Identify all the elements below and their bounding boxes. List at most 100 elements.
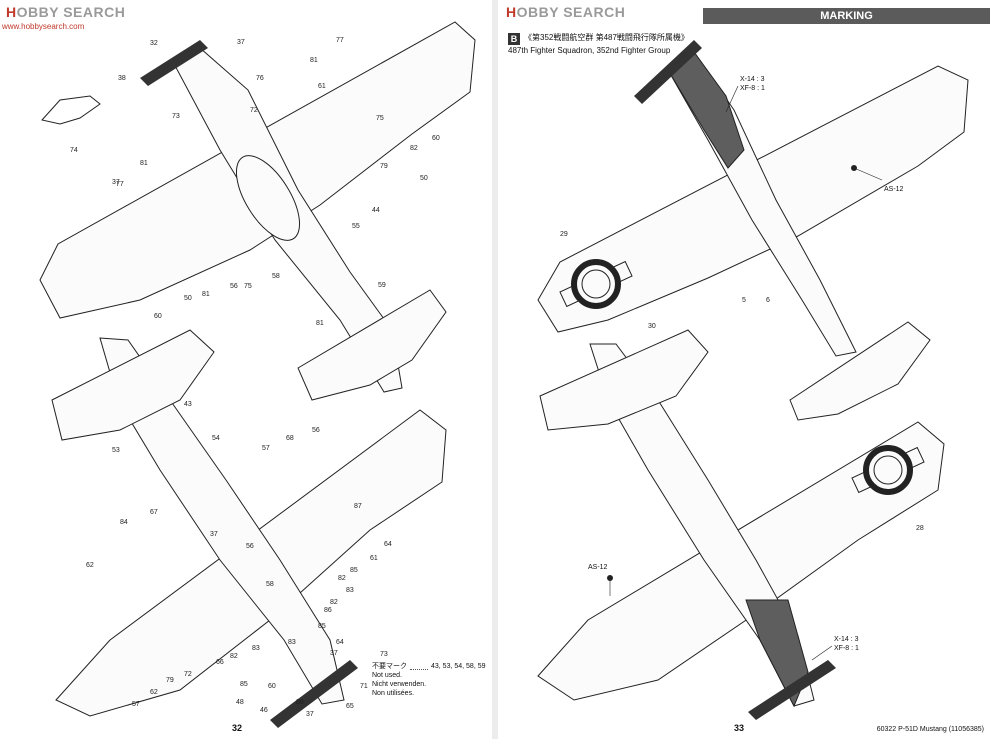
callout: 79 bbox=[380, 163, 388, 170]
callout: 67 bbox=[150, 509, 158, 516]
product-code-footer: 60322 P-51D Mustang (11056385) bbox=[876, 726, 984, 733]
callout: 75 bbox=[244, 283, 252, 290]
decal-callout: 5 bbox=[742, 297, 746, 304]
callout: 76 bbox=[256, 75, 264, 82]
marking-top-propeller bbox=[634, 40, 702, 104]
callout: 86 bbox=[296, 699, 304, 706]
ratio-bottom-1: X-14 : 3 bbox=[834, 636, 859, 643]
callout: 55 bbox=[352, 223, 360, 230]
top-canopy bbox=[235, 155, 301, 241]
callout: 59 bbox=[378, 282, 386, 289]
not-used-fr: Non utilisées. bbox=[372, 690, 415, 697]
callout: 68 bbox=[286, 435, 294, 442]
gear-leg-detail bbox=[41, 95, 101, 125]
caption-jp: 《第352戦闘航空群 第487戦闘飛行隊所属機》 bbox=[524, 33, 689, 42]
callout: 81 bbox=[140, 160, 148, 167]
callout: 83 bbox=[252, 645, 260, 652]
marking-bottom-propeller bbox=[748, 660, 836, 720]
callout: 58 bbox=[266, 581, 274, 588]
callout: 46 bbox=[260, 707, 268, 714]
callout: 75 bbox=[376, 115, 384, 122]
caption-en: 487th Fighter Squadron, 352nd Fighter Gr… bbox=[508, 46, 671, 55]
callout: 65 bbox=[346, 703, 354, 710]
right-page: HOBBY SEARCH MARKING B 《第352戦闘航空群 第487戦闘… bbox=[498, 0, 990, 739]
right-page-diagrams: 29 30 5 6 28 bbox=[537, 40, 969, 720]
callout: 64 bbox=[336, 639, 344, 646]
callout: 87 bbox=[354, 503, 362, 510]
callout: 37 bbox=[210, 531, 218, 538]
callout: 81 bbox=[316, 320, 324, 327]
watermark-brand: H bbox=[6, 4, 17, 20]
callout: 86 bbox=[324, 607, 332, 614]
callout: 60 bbox=[154, 313, 162, 320]
callout: 37 bbox=[112, 179, 120, 186]
callout: 37 bbox=[330, 650, 338, 657]
callout: 84 bbox=[120, 519, 128, 526]
watermark-brand: H bbox=[506, 4, 517, 20]
right-leader-lines bbox=[609, 85, 883, 661]
decal-callout: 29 bbox=[560, 231, 568, 238]
left-callout-group: 32 37 38 77 81 76 73 74 72 61 81 75 82 6… bbox=[70, 37, 440, 718]
marking-title-bar: MARKING bbox=[703, 8, 990, 24]
callout: 72 bbox=[250, 107, 258, 114]
callout: 82 bbox=[410, 145, 418, 152]
national-insignia-top bbox=[559, 259, 633, 309]
ratio-top-2: XF-8 : 1 bbox=[740, 85, 765, 92]
bottom-propeller bbox=[270, 660, 358, 728]
callout: 62 bbox=[150, 689, 158, 696]
callout: 74 bbox=[70, 147, 78, 154]
as12-label-top: AS-12 bbox=[884, 186, 904, 193]
legend-label-jp: 不要マーク bbox=[372, 663, 407, 670]
callout: 79 bbox=[166, 677, 174, 684]
callout: 81 bbox=[310, 57, 318, 64]
not-used-de: Nicht verwenden. bbox=[372, 681, 427, 688]
callout: 37 bbox=[237, 39, 245, 46]
callout: 71 bbox=[360, 683, 368, 690]
watermark-left: HOBBY SEARCH bbox=[6, 4, 125, 20]
callout: 73 bbox=[172, 113, 180, 120]
callout: 83 bbox=[346, 587, 354, 594]
callout: 64 bbox=[384, 541, 392, 548]
top-view-aircraft bbox=[39, 21, 476, 401]
watermark-text: OBBY SEARCH bbox=[516, 4, 626, 20]
callout: 54 bbox=[212, 435, 220, 442]
callout: 43 bbox=[184, 401, 192, 408]
page-gutter bbox=[492, 0, 498, 739]
callout: 38 bbox=[118, 75, 126, 82]
marking-top-stabilizer bbox=[789, 321, 931, 421]
callout: 50 bbox=[420, 175, 428, 182]
callout: 56 bbox=[230, 283, 238, 290]
bottom-stabilizer bbox=[51, 329, 215, 441]
callout: 82 bbox=[338, 575, 346, 582]
legend-leader bbox=[410, 664, 428, 670]
as12-marker-bottom bbox=[607, 575, 613, 581]
callout: 66 bbox=[216, 659, 224, 666]
callout: 62 bbox=[86, 562, 94, 569]
watermark-subtext: www.hobbysearch.com bbox=[2, 22, 85, 31]
callout: 44 bbox=[372, 207, 380, 214]
callout: 72 bbox=[184, 671, 192, 678]
callout: 83 bbox=[288, 639, 296, 646]
ratio-top-1: X-14 : 3 bbox=[740, 76, 765, 83]
callout: 56 bbox=[246, 543, 254, 550]
callout: 82 bbox=[230, 653, 238, 660]
callout: 57 bbox=[132, 701, 140, 708]
bottom-view-aircraft bbox=[51, 329, 447, 717]
callout: 57 bbox=[262, 445, 270, 452]
top-stabilizer bbox=[297, 289, 447, 401]
callout: 81 bbox=[202, 291, 210, 298]
callout: 85 bbox=[350, 567, 358, 574]
callout: 61 bbox=[370, 555, 378, 562]
as12-marker-top bbox=[851, 165, 857, 171]
callout: 85 bbox=[318, 623, 326, 630]
callout: 53 bbox=[112, 447, 120, 454]
decal-callout: 30 bbox=[648, 323, 656, 330]
national-insignia-bottom bbox=[851, 445, 925, 495]
decal-callout: 28 bbox=[916, 525, 924, 532]
callout: 85 bbox=[240, 681, 248, 688]
not-used-legend: 不要マーク 43, 53, 54, 58, 59 Not used. Nicht… bbox=[372, 662, 486, 698]
page-number-left: 32 bbox=[232, 723, 243, 733]
not-used-en: Not used. bbox=[372, 672, 402, 679]
callout: 61 bbox=[318, 83, 326, 90]
callout: 82 bbox=[330, 599, 338, 606]
